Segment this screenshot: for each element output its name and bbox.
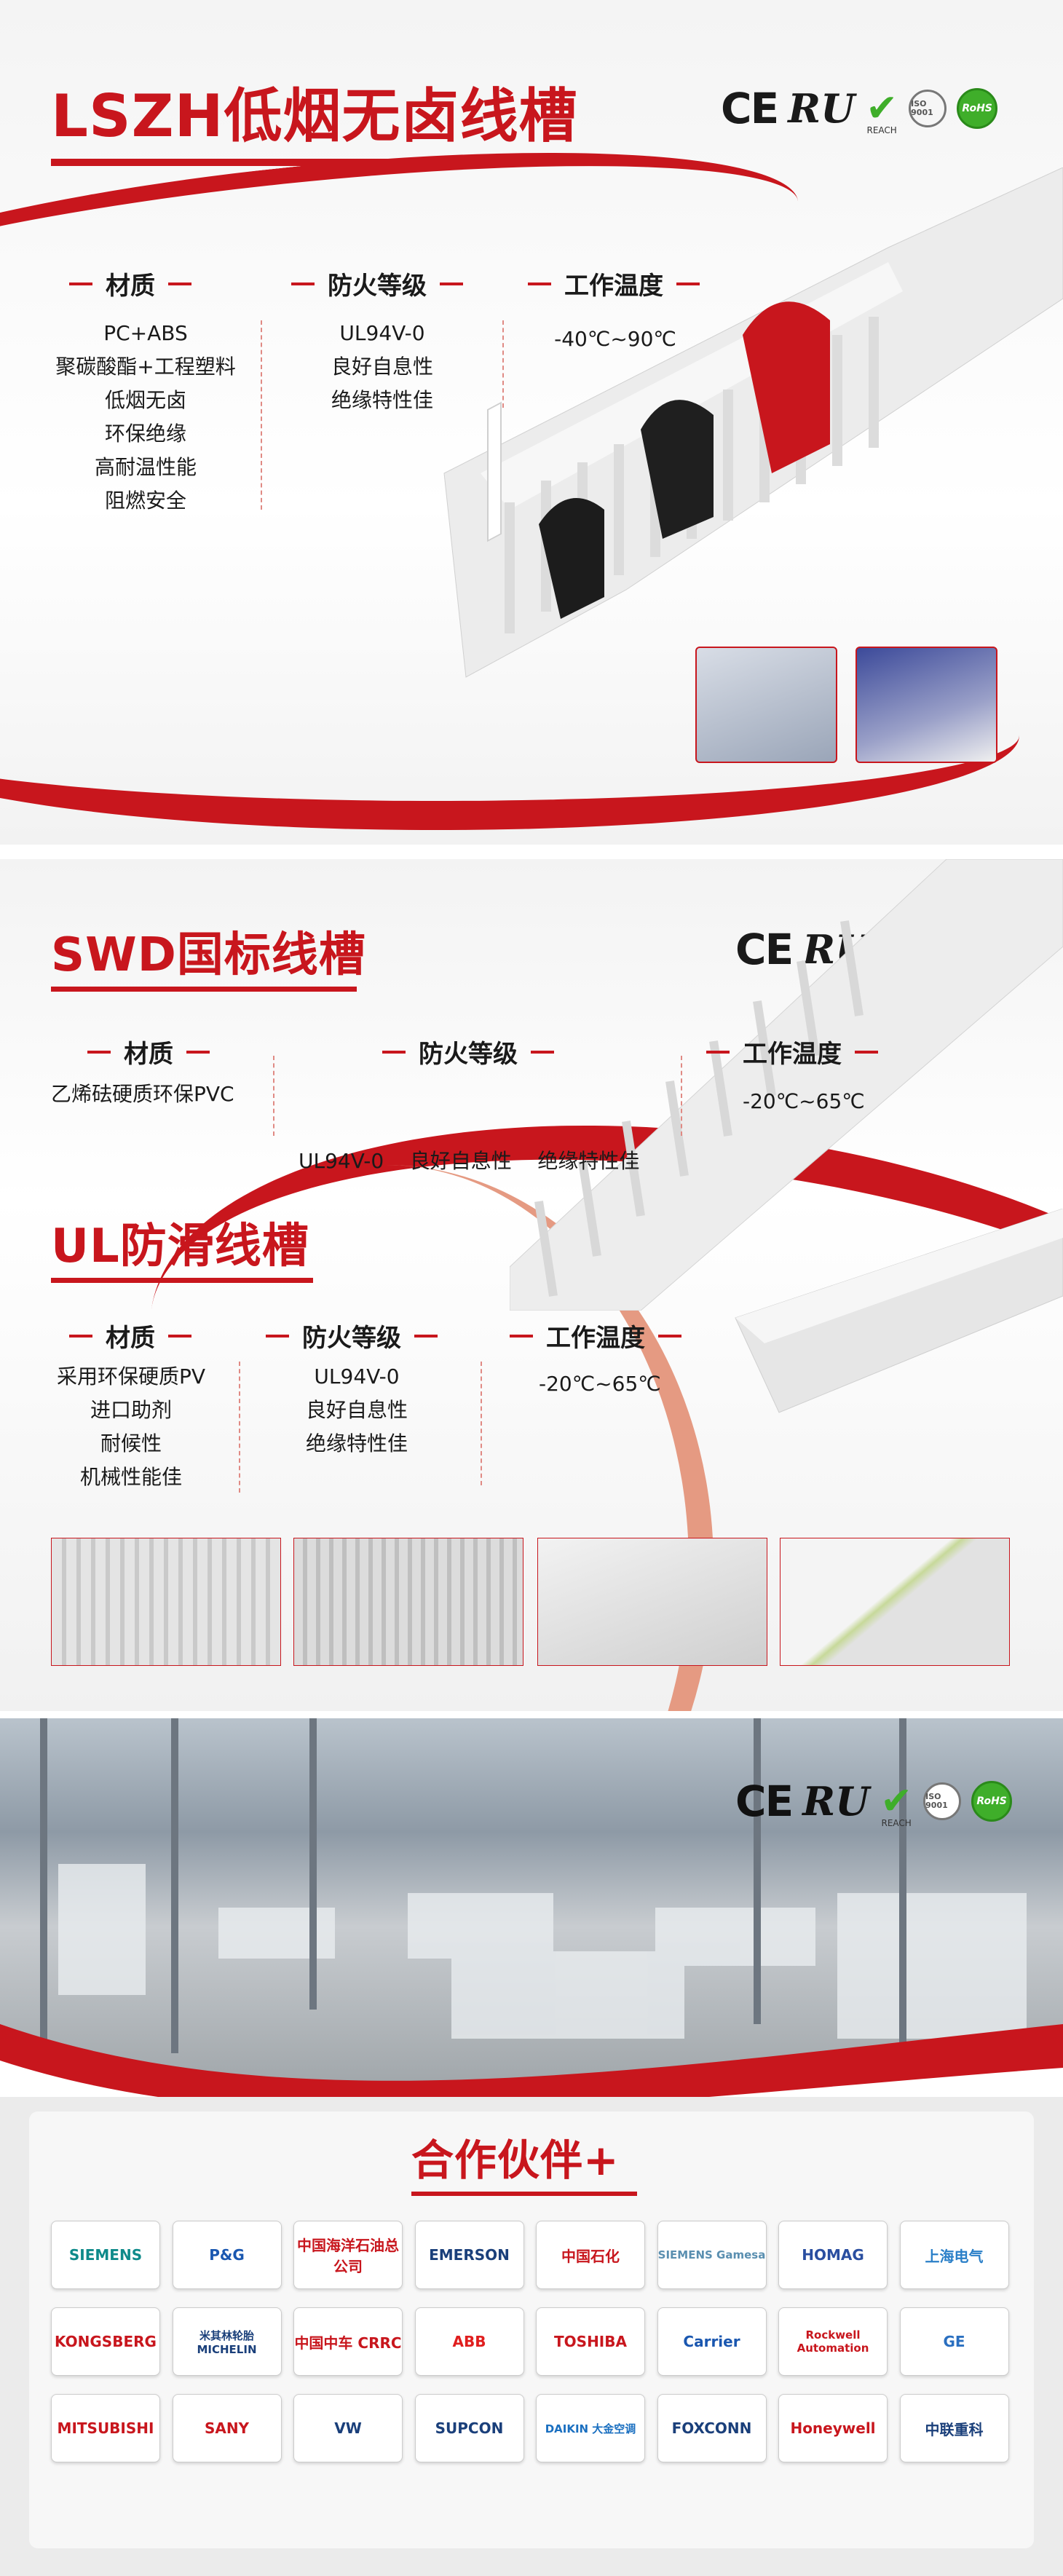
partner-logo: MITSUBISHI bbox=[51, 2394, 160, 2462]
product-image-duct bbox=[437, 167, 1063, 706]
section-lszh: LSZH低烟无卤线槽 CE RU ✔REACH ISO 9001 RoHS 材质… bbox=[0, 0, 1063, 845]
ul-col-temp-body: -20℃~65℃ bbox=[539, 1372, 661, 1396]
partner-logo: 上海电气 bbox=[899, 2221, 1009, 2289]
ul-icon: RU bbox=[802, 1778, 870, 1825]
ul-icon: RU bbox=[788, 85, 855, 132]
divider bbox=[481, 1362, 482, 1485]
partner-logo: Rockwell Automation bbox=[778, 2307, 888, 2376]
rohs-icon: RoHS bbox=[957, 88, 998, 129]
ce-icon: CE bbox=[721, 84, 779, 133]
ul-col-temp-head: 工作温度 bbox=[510, 1318, 681, 1354]
sample-photo-2 bbox=[293, 1538, 523, 1666]
title-underline bbox=[51, 159, 582, 166]
thumb-duct-white bbox=[695, 647, 837, 763]
swd-col-fire-body: UL94V-0 良好自息性 绝缘特性佳 bbox=[299, 1149, 640, 1173]
partners-title: 合作伙伴+ bbox=[411, 2136, 620, 2185]
divider bbox=[681, 1056, 682, 1136]
swd-col-temp-head: 工作温度 bbox=[706, 1034, 878, 1070]
partner-logo: FOXCONN bbox=[657, 2394, 767, 2462]
section-swd-ul: SWD国标线槽 CE RU ✔REACH ISO 9001 RoHS 材质 乙烯… bbox=[0, 859, 1063, 1711]
cert-badges: CE RU ✔REACH ISO 9001 RoHS bbox=[721, 84, 998, 135]
partner-logo: 中联重科 bbox=[899, 2394, 1009, 2462]
iso-icon: ISO 9001 bbox=[923, 1782, 962, 1820]
swd-underline bbox=[51, 987, 357, 992]
page-title: LSZH低烟无卤线槽 bbox=[51, 82, 578, 150]
sample-photo-3 bbox=[537, 1538, 767, 1666]
partner-logo: ABB bbox=[414, 2307, 524, 2376]
partner-logo: EMERSON bbox=[414, 2221, 524, 2289]
ce-icon: CE bbox=[735, 1777, 794, 1826]
partner-logo: P&G bbox=[172, 2221, 282, 2289]
ul-title: UL防滑线槽 bbox=[51, 1220, 309, 1273]
col-material-head: 材质 bbox=[69, 266, 191, 301]
ul-col-material-head: 材质 bbox=[69, 1318, 191, 1354]
divider bbox=[273, 1056, 274, 1136]
rohs-icon: RoHS bbox=[971, 1781, 1013, 1822]
partner-logo: SUPCON bbox=[414, 2394, 524, 2462]
ul-underline bbox=[51, 1278, 313, 1283]
section-factory: CE RU ✔REACH ISO 9001 RoHS bbox=[0, 1718, 1063, 2097]
iso-icon: ISO 9001 bbox=[909, 90, 947, 127]
partner-logo: Honeywell bbox=[778, 2394, 888, 2462]
thumb-duct-blue bbox=[855, 647, 997, 763]
partner-logo: 米其林轮胎 MICHELIN bbox=[172, 2307, 282, 2376]
sample-photo-4 bbox=[780, 1538, 1010, 1666]
swd-col-material-body: 乙烯砝硬质环保PVC bbox=[51, 1082, 234, 1106]
divider bbox=[261, 320, 262, 510]
divider bbox=[239, 1362, 240, 1493]
partner-logo: Carrier bbox=[657, 2307, 767, 2376]
divider bbox=[502, 320, 504, 408]
reach-icon: ✔REACH bbox=[866, 87, 898, 135]
col-fire-head: 防火等级 bbox=[291, 266, 463, 301]
partner-logo: KONGSBERG bbox=[51, 2307, 160, 2376]
col-temp-body: -40℃~90℃ bbox=[554, 327, 676, 351]
partner-logo: VW bbox=[293, 2394, 403, 2462]
partner-logo: SIEMENS Gamesa bbox=[657, 2221, 767, 2289]
factory-photo bbox=[0, 1718, 1063, 2097]
col-temp-head: 工作温度 bbox=[528, 266, 700, 301]
partner-logo: TOSHIBA bbox=[536, 2307, 645, 2376]
partner-logo: HOMAG bbox=[778, 2221, 888, 2289]
reach-icon: ✔REACH bbox=[880, 1779, 912, 1828]
ul-col-fire-head: 防火等级 bbox=[266, 1318, 438, 1354]
swd-col-fire-head: 防火等级 bbox=[382, 1034, 554, 1070]
partner-logo: SIEMENS bbox=[51, 2221, 160, 2289]
swd-col-temp-body: -20℃~65℃ bbox=[743, 1089, 865, 1113]
partner-logo: GE bbox=[899, 2307, 1009, 2376]
partner-logo: SANY bbox=[172, 2394, 282, 2462]
cert-badges-3: CE RU ✔REACH ISO 9001 RoHS bbox=[735, 1777, 1013, 1828]
partner-logo: 中国海洋石油总公司 bbox=[293, 2221, 403, 2289]
swd-col-material-head: 材质 bbox=[87, 1034, 210, 1070]
partner-logo: 中国中车 CRRC bbox=[293, 2307, 403, 2376]
partner-logo: DAIKIN 大金空调 bbox=[536, 2394, 645, 2462]
sample-photo-1 bbox=[51, 1538, 281, 1666]
ce-icon: CE bbox=[735, 925, 794, 974]
partner-logo: 中国石化 bbox=[536, 2221, 645, 2289]
swd-title: SWD国标线槽 bbox=[51, 928, 366, 982]
partners-underline bbox=[411, 2192, 637, 2196]
product-image-ul bbox=[721, 1208, 1063, 1427]
